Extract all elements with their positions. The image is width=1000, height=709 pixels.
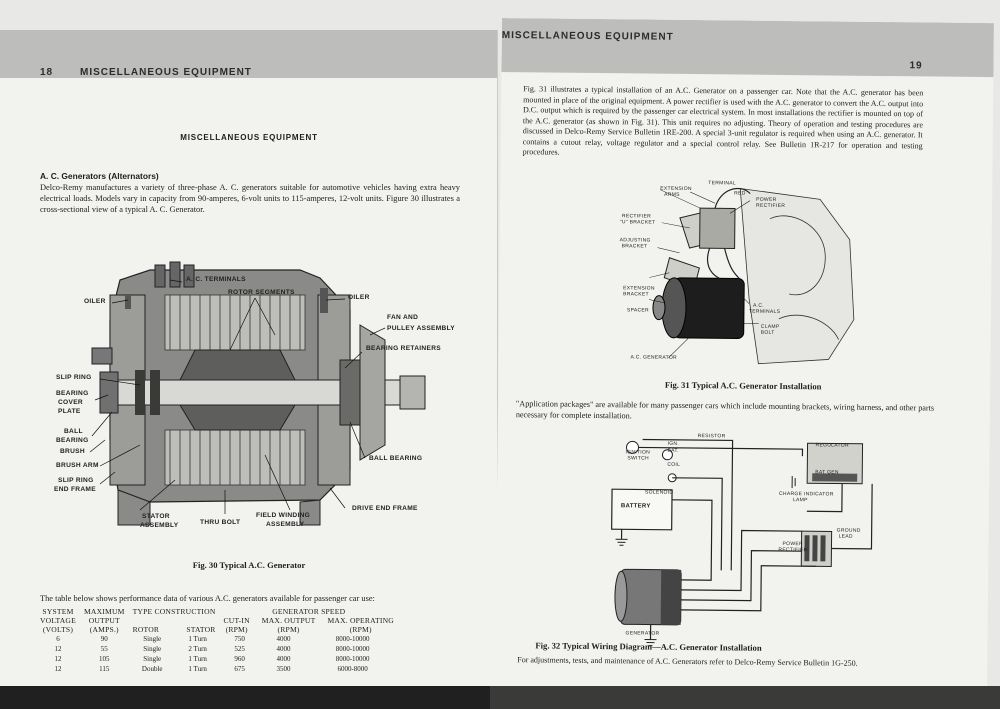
th-max-operating: MAX. OPERATING(RPM): [327, 616, 394, 634]
running-head-right: MISCELLANEOUS EQUIPMENT: [501, 29, 674, 43]
fig30-label-bearing-retainers: BEARING RETAINERS: [366, 345, 441, 352]
fig31-label-extension-bracket-2: BRACKET: [623, 291, 649, 298]
fig30-label-ball-bearing-right: BALL BEARING: [369, 455, 423, 462]
table-intro: The table below shows performance data o…: [40, 594, 375, 603]
fig31-label-adjusting-bracket-2: BRACKET: [621, 243, 648, 250]
fig32-label-coil: COIL: [667, 461, 681, 468]
right-page: MISCELLANEOUS EQUIPMENT 19 Fig. 31 illus…: [494, 18, 994, 706]
application-packages-text: "Application packages" are available for…: [515, 399, 935, 421]
fig32-label-ignition-switch-2: SWITCH: [627, 455, 649, 462]
th-rotor: ROTOR: [132, 625, 160, 634]
fig32-label-regulator: REGULATOR: [815, 442, 849, 449]
running-head-left: MISCELLANEOUS EQUIPMENT: [80, 67, 252, 78]
th-cutin: CUT-IN(RPM): [223, 616, 250, 634]
fig30-label-oiler-right: OILER: [348, 294, 370, 301]
th-generator-speed: GENERATOR SPEED CUT-IN(RPM) MAX. OUTPUT(…: [223, 607, 394, 634]
fig31-label-red: RED: [734, 190, 746, 197]
fig30-label-stator-2: ASSEMBLY: [140, 522, 179, 529]
fig31-label-terminal: TERMINAL: [708, 180, 736, 187]
fig32-wiring-diagram: [600, 429, 893, 653]
fig30-label-slip-ring-end-2: END FRAME: [54, 486, 96, 493]
fig30-label-thru-bolt: THRU BOLT: [200, 519, 241, 526]
fig30-label-drive-end-frame: DRIVE END FRAME: [352, 505, 418, 512]
fig30-caption: Fig. 30 Typical A.C. Generator: [192, 560, 306, 570]
closing-text: For adjustments, tests, and maintenance …: [517, 655, 858, 668]
fig30-label-rotor-segments: ROTOR SEGMENTS: [228, 289, 295, 296]
fig30-label-field-winding-1: FIELD WINDING: [256, 512, 311, 519]
page-number-right: 19: [909, 60, 923, 72]
fig31-label-power-rectifier-2: RECTIFIER: [756, 202, 786, 209]
fig30-label-ball-bearing-left-1: BALL: [64, 428, 83, 435]
fig30-label-slip-ring-end-1: SLIP RING: [58, 477, 94, 484]
fig30-label-bearing-cover-3: PLATE: [58, 408, 81, 415]
fig32-label-generator: GENERATOR: [625, 630, 660, 637]
fig30-label-fan-pulley-1: FAN AND: [387, 314, 419, 321]
fig30-label-ac-terminals: A. C. TERMINALS: [186, 276, 246, 283]
fig32-label-ign: IGN.: [667, 440, 680, 447]
fig30-label-brush-arm: BRUSH ARM: [56, 462, 99, 469]
intro-paragraph-left: Delco-Remy manufactures a variety of thr…: [40, 183, 460, 214]
book-cover-edge: [0, 686, 490, 709]
fig32-label-bat: BAT.: [667, 447, 679, 454]
fig31-caption: Fig. 31 Typical A.C. Generator Installat…: [664, 379, 822, 392]
left-page-header: 18 MISCELLANEOUS EQUIPMENT: [0, 30, 497, 78]
fig32-label-power-rectifier-2: RECTIFIER: [778, 546, 808, 554]
right-page-header: MISCELLANEOUS EQUIPMENT 19: [501, 18, 994, 78]
fig31-label-spacer: SPACER: [626, 307, 649, 314]
fig30-label-brush: BRUSH: [60, 448, 85, 455]
fig31-label-extension-arms-2: ARMS: [664, 191, 680, 198]
fig32-label-solenoid: SOLENOID: [645, 489, 674, 496]
fig32-label-bat-gen: BAT GEN: [815, 469, 839, 476]
th-max-output-rpm: MAX. OUTPUT(RPM): [261, 616, 316, 634]
fig30-label-field-winding-2: ASSEMBLY: [266, 521, 305, 528]
fig30-label-ball-bearing-left-2: BEARING: [56, 437, 89, 444]
subheading-ac-generators: A. C. Generators (Alternators): [40, 171, 159, 181]
left-page: 18 MISCELLANEOUS EQUIPMENT MISCELLANEOUS…: [0, 30, 498, 686]
fig31-label-ac-terminals-2: TERMINALS: [748, 308, 781, 315]
fig30-generator-cross-section: [89, 261, 426, 526]
fig32-label-ground-lead-2: LEAD: [838, 533, 853, 540]
fig32-label-battery: BATTERY: [620, 503, 651, 510]
fig30-label-fan-pulley-2: PULLEY ASSEMBLY: [387, 325, 456, 332]
fig30-label-bearing-cover-2: COVER: [58, 399, 83, 406]
page-number-left: 18: [40, 67, 54, 78]
fig32-label-charge-indicator-2: LAMP: [792, 497, 808, 504]
fig30-label-slip-ring: SLIP RING: [56, 374, 92, 381]
fig31-label-clamp-bolt-2: BOLT: [760, 329, 775, 336]
fig31-label-rectifier-bracket-2: "U" BRACKET: [619, 219, 656, 226]
fig32-caption: Fig. 32 Typical Wiring Diagram—A.C. Gene…: [535, 640, 762, 653]
fig30-label-bearing-cover-1: BEARING: [56, 390, 89, 397]
th-stator: STATOR: [186, 625, 216, 634]
intro-paragraph-right: Fig. 31 illustrates a typical installati…: [522, 84, 924, 157]
fig30-label-stator-1: STATOR: [142, 513, 170, 520]
fig32-label-resistor: RESISTOR: [697, 433, 726, 440]
section-title: MISCELLANEOUS EQUIPMENT: [180, 133, 318, 142]
fig31-label-ac-generator: A.C. GENERATOR: [630, 354, 678, 361]
fig31-installation-illustration: [618, 177, 861, 370]
fig30-label-oiler-left: OILER: [84, 298, 106, 305]
